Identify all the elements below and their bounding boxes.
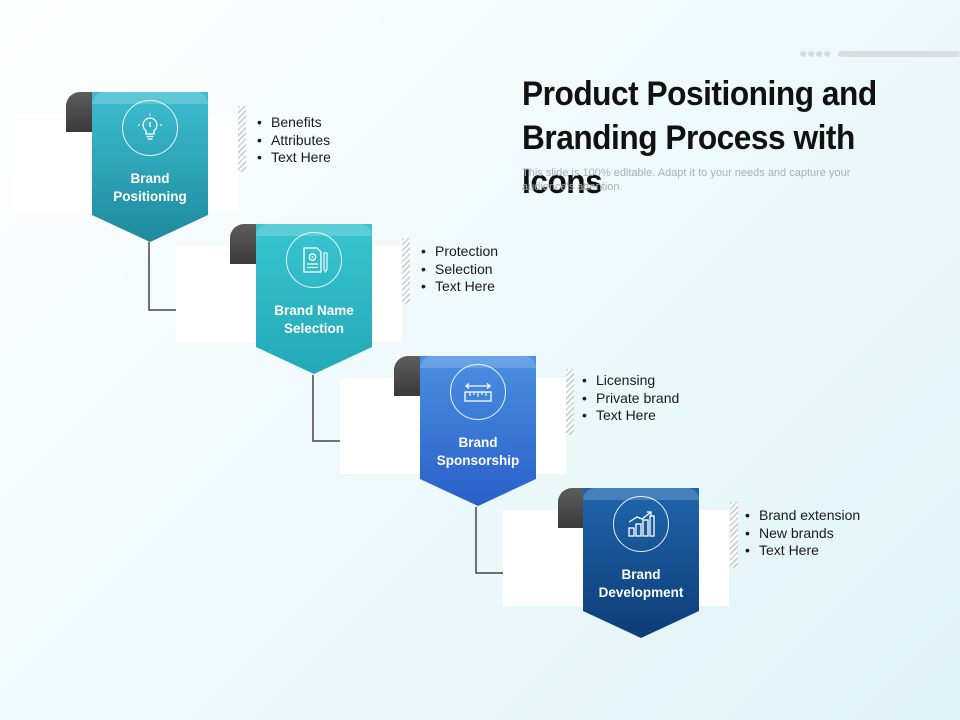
bullet-item: Text Here — [421, 278, 498, 296]
icon-circle — [286, 232, 342, 288]
bullet-item: Text Here — [745, 542, 860, 560]
step-bullets: Benefits Attributes Text Here — [257, 114, 331, 167]
bullet-item: Attributes — [257, 132, 331, 150]
card-stripe — [566, 369, 574, 435]
document-gear-icon — [303, 247, 328, 274]
bullet-item: Protection — [421, 243, 498, 261]
step-bullets: Brand extension New brands Text Here — [745, 507, 860, 560]
bullet-item: Selection — [421, 261, 498, 279]
bullet-item: Benefits — [257, 114, 331, 132]
icon-circle — [122, 100, 178, 156]
bullet-item: Licensing — [582, 372, 679, 390]
bullet-item: Text Here — [257, 149, 331, 167]
bullet-item: Private brand — [582, 390, 679, 408]
slide-title: Product Positioning and Branding Process… — [522, 75, 877, 201]
card-stripe — [402, 238, 410, 304]
step-bullets: Licensing Private brand Text Here — [582, 372, 679, 425]
icon-circle — [613, 496, 669, 552]
ruler-icon — [464, 383, 492, 402]
slide-subtitle: This slide is 100% editable. Adapt it to… — [522, 167, 851, 193]
card-stripe — [730, 502, 738, 568]
bullet-item: New brands — [745, 525, 860, 543]
step-bullets: Protection Selection Text Here — [421, 243, 498, 296]
decorative-dots — [800, 50, 960, 58]
bullet-item: Text Here — [582, 407, 679, 425]
lightbulb-icon — [138, 113, 162, 140]
icon-circle — [450, 364, 506, 420]
card-stripe — [238, 106, 246, 172]
growth-chart-icon — [628, 511, 655, 537]
bullet-item: Brand extension — [745, 507, 860, 525]
